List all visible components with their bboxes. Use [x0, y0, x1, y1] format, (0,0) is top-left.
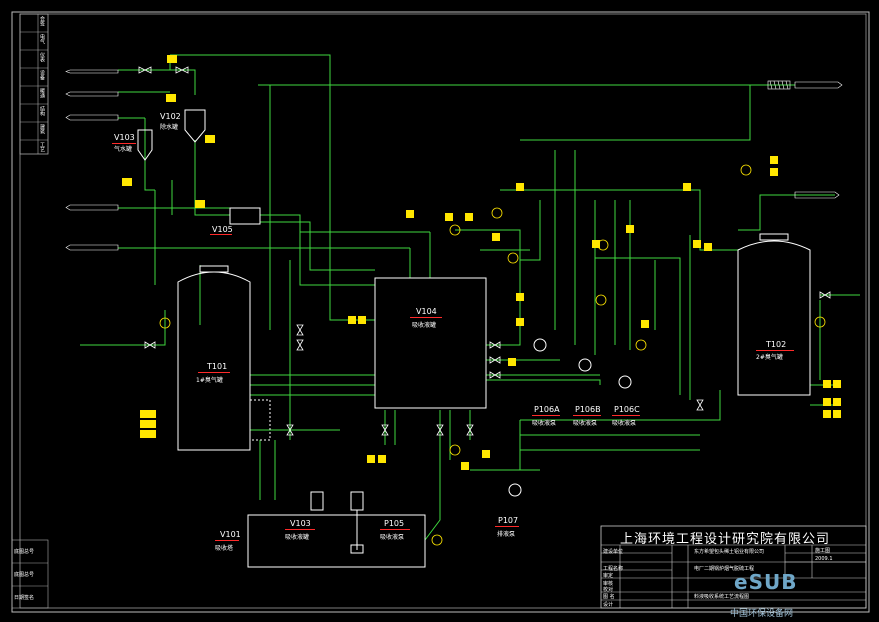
- tb-role-1: 审核: [603, 581, 614, 587]
- process-lines: [80, 54, 860, 541]
- company-name: 上海环境工程设计研究院有限公司: [620, 532, 831, 547]
- label-p105-id: P105: [384, 519, 405, 528]
- pump-p106c: [618, 375, 632, 389]
- tb-row-client-label: 建设单位: [603, 549, 624, 555]
- label-v101-id: V101: [220, 530, 241, 539]
- tb-row-project-label: 工程名称: [603, 566, 624, 572]
- tb-role-3: 设计: [603, 602, 614, 608]
- label-t102-id: T102: [766, 340, 787, 349]
- watermark-logo: eSUB: [734, 570, 798, 594]
- left-column-item: 工艺: [39, 142, 45, 152]
- tb-date: 2009.1: [815, 556, 833, 562]
- left-column-item: 结构: [39, 106, 45, 116]
- left-column-item: 电气: [39, 34, 45, 44]
- tb-role-0: 审定: [603, 573, 614, 579]
- tb-project: 电厂二期锅炉烟气脱硫工程: [694, 566, 755, 572]
- header-end: [767, 80, 791, 90]
- instrument-tags: [122, 55, 841, 546]
- left-column-item: 暖通: [39, 88, 45, 98]
- left-bottom-item: 日期签名: [14, 595, 35, 601]
- tb-client: 东方希望包头稀土铝业有限公司: [694, 549, 765, 555]
- label-t101-id: T101: [207, 362, 228, 371]
- label-v105-id: V105: [212, 225, 233, 234]
- label-p106b-name: 吸收液泵: [573, 420, 598, 427]
- bottom-left-stamps: [11, 539, 49, 609]
- vessel-v104: [374, 277, 487, 409]
- left-column-item: 建筑: [39, 124, 45, 134]
- label-p106c-id: P106C: [614, 405, 640, 414]
- drawing-frame: [11, 11, 870, 613]
- left-bottom-item: 底图总号: [14, 572, 35, 578]
- tank-t102: [737, 240, 811, 396]
- tb-row-drawing-label: 图 名: [603, 594, 615, 600]
- tb-role-2: 校对: [603, 587, 614, 593]
- tb-stage: 施工图: [815, 548, 831, 554]
- label-v103b-name: 吸收液罐: [285, 534, 310, 541]
- title-block: [600, 525, 867, 609]
- label-p106a-name: 吸收液泵: [532, 420, 557, 427]
- agitator-left: [310, 491, 324, 511]
- label-p106c-name: 吸收液泵: [612, 420, 637, 427]
- label-p106a-id: P106A: [534, 405, 560, 414]
- label-p105-name: 吸收液泵: [380, 534, 405, 541]
- label-p106b-id: P106B: [575, 405, 601, 414]
- label-v103-id: V103: [114, 133, 135, 142]
- pump-p107: [508, 483, 522, 497]
- label-v103-name: 气水罐: [114, 146, 133, 153]
- tb-drawing: 料液吸收系统工艺流程图: [694, 594, 750, 600]
- left-bottom-item: 底图总号: [14, 549, 35, 555]
- pump-p106b: [578, 358, 592, 372]
- label-v102-id: V102: [160, 112, 181, 121]
- watermark-caption: 中国环保设备网: [730, 609, 794, 619]
- agitator-right: [350, 491, 364, 511]
- vessel-v102: [184, 109, 206, 143]
- revision-column: [19, 13, 49, 155]
- label-v101-name: 吸收塔: [215, 545, 234, 552]
- label-p107-id: P107: [498, 516, 519, 525]
- equipment-outlines: [137, 109, 811, 568]
- sump-v101: [247, 514, 426, 568]
- label-t101-name: 1#臭气罐: [196, 377, 223, 384]
- left-column-item: 仪表: [39, 52, 45, 62]
- vessel-v103: [137, 129, 153, 161]
- valves: [138, 66, 831, 436]
- label-v103b-id: V103: [290, 519, 311, 528]
- tank-t101: [177, 271, 251, 451]
- vessel-v105: [229, 207, 261, 225]
- pump-p106a: [533, 338, 547, 352]
- left-column-item: 设备: [39, 70, 45, 80]
- label-v102-name: 除水罐: [160, 124, 179, 131]
- label-v104-name: 吸收液罐: [412, 322, 437, 329]
- label-t102-name: 2#臭气罐: [756, 354, 783, 361]
- label-p107-name: 排液泵: [497, 531, 516, 538]
- left-column-item: 会签: [39, 16, 45, 26]
- label-v104-id: V104: [416, 307, 437, 316]
